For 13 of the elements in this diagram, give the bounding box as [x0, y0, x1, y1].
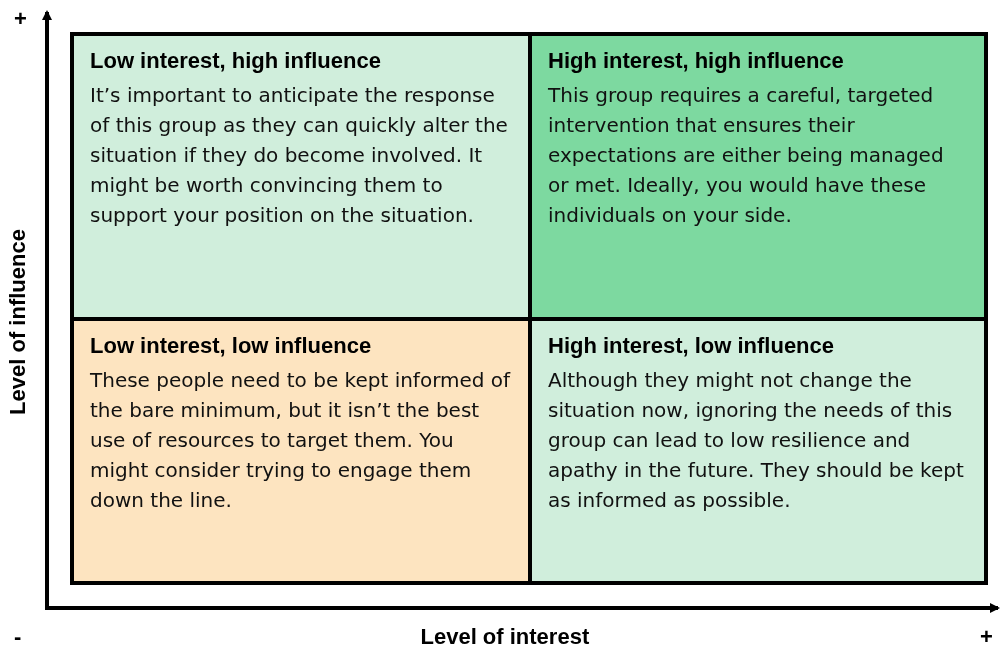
axis-sign: +: [14, 6, 27, 32]
quadrant-heading: Low interest, high influence: [90, 48, 382, 74]
axis-sign: +: [980, 624, 993, 648]
quadrant-description: This group requires a careful, targeted intervention that ensures their expectations are either being managed or met. Ideally, you would have these individuals on your side.: [548, 82, 945, 229]
quadrant-heading: High interest, low influence: [548, 333, 836, 359]
axis-title: Level of influence: [4, 229, 31, 415]
quadrant-description: These people need to be kept informed of the bare minimum, but it isn’t the best use of resources to target them. You might consider trying to engage them down the line.: [90, 367, 512, 514]
quadrant-heading: High interest, high influence: [548, 48, 845, 74]
axis-title: Level of interest: [420, 624, 590, 648]
axis-sign: -: [14, 624, 22, 648]
quadrant-description: It’s important to anticipate the response of this group as they can quickly alter the situation if they do become involved. It might be worth convincing them to support your position on the situation.: [90, 82, 509, 229]
quadrant-description: Although they might not change the situation now, ignoring the needs of this group can lead to low resilience and apathy in the future. They should be kept as informed as possible.: [548, 367, 965, 514]
quadrant-heading: Low interest, low influence: [90, 333, 373, 359]
